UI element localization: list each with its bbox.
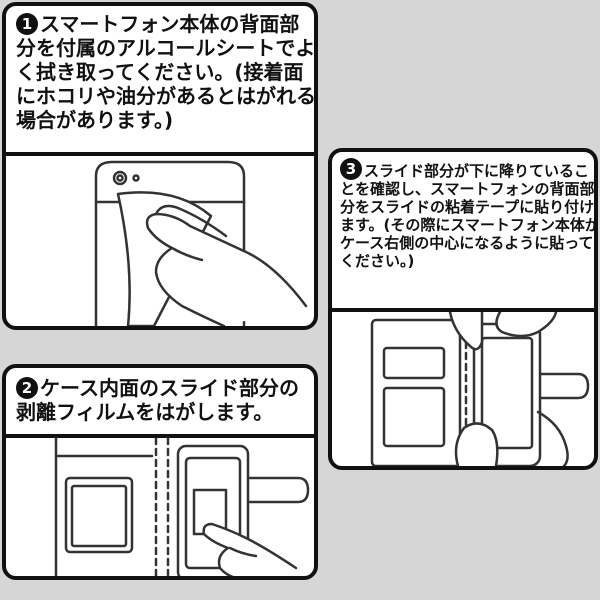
step-3-divider — [332, 308, 594, 312]
step-1-text: スマートフォン本体の背面部分を付属のアルコールシートでよく拭き取ってください。(… — [16, 12, 316, 132]
step-2-number-badge: 2 — [16, 377, 38, 399]
wiping-hand-illustration — [145, 212, 308, 326]
camera-icon — [112, 170, 128, 186]
step-3-illustration — [370, 312, 590, 466]
step-1-number-badge: 1 — [16, 13, 38, 35]
step-1-illustration — [94, 160, 308, 326]
card-pocket — [64, 476, 134, 554]
step-2-illustration — [54, 438, 310, 576]
bottom-hand-illustration — [454, 422, 499, 466]
slide-part — [176, 444, 250, 576]
step-2-divider — [6, 434, 314, 438]
case-left-panel — [370, 318, 462, 466]
smartphone-back-illustration — [94, 160, 246, 326]
step-3-number-badge: 3 — [340, 158, 362, 180]
step-1-divider — [6, 152, 314, 156]
case-strap — [248, 476, 310, 504]
top-hands-illustration — [448, 312, 558, 351]
step-3-text: スライド部分が下に降りていることを確認し、スマートフォンの背面部分をスライドの粘… — [340, 162, 598, 270]
peeling-hand-illustration — [202, 522, 298, 576]
case-strap — [536, 372, 590, 400]
step-2-text: ケース内面のスライド部分の剥離フィルムをはがします。 — [16, 376, 299, 424]
